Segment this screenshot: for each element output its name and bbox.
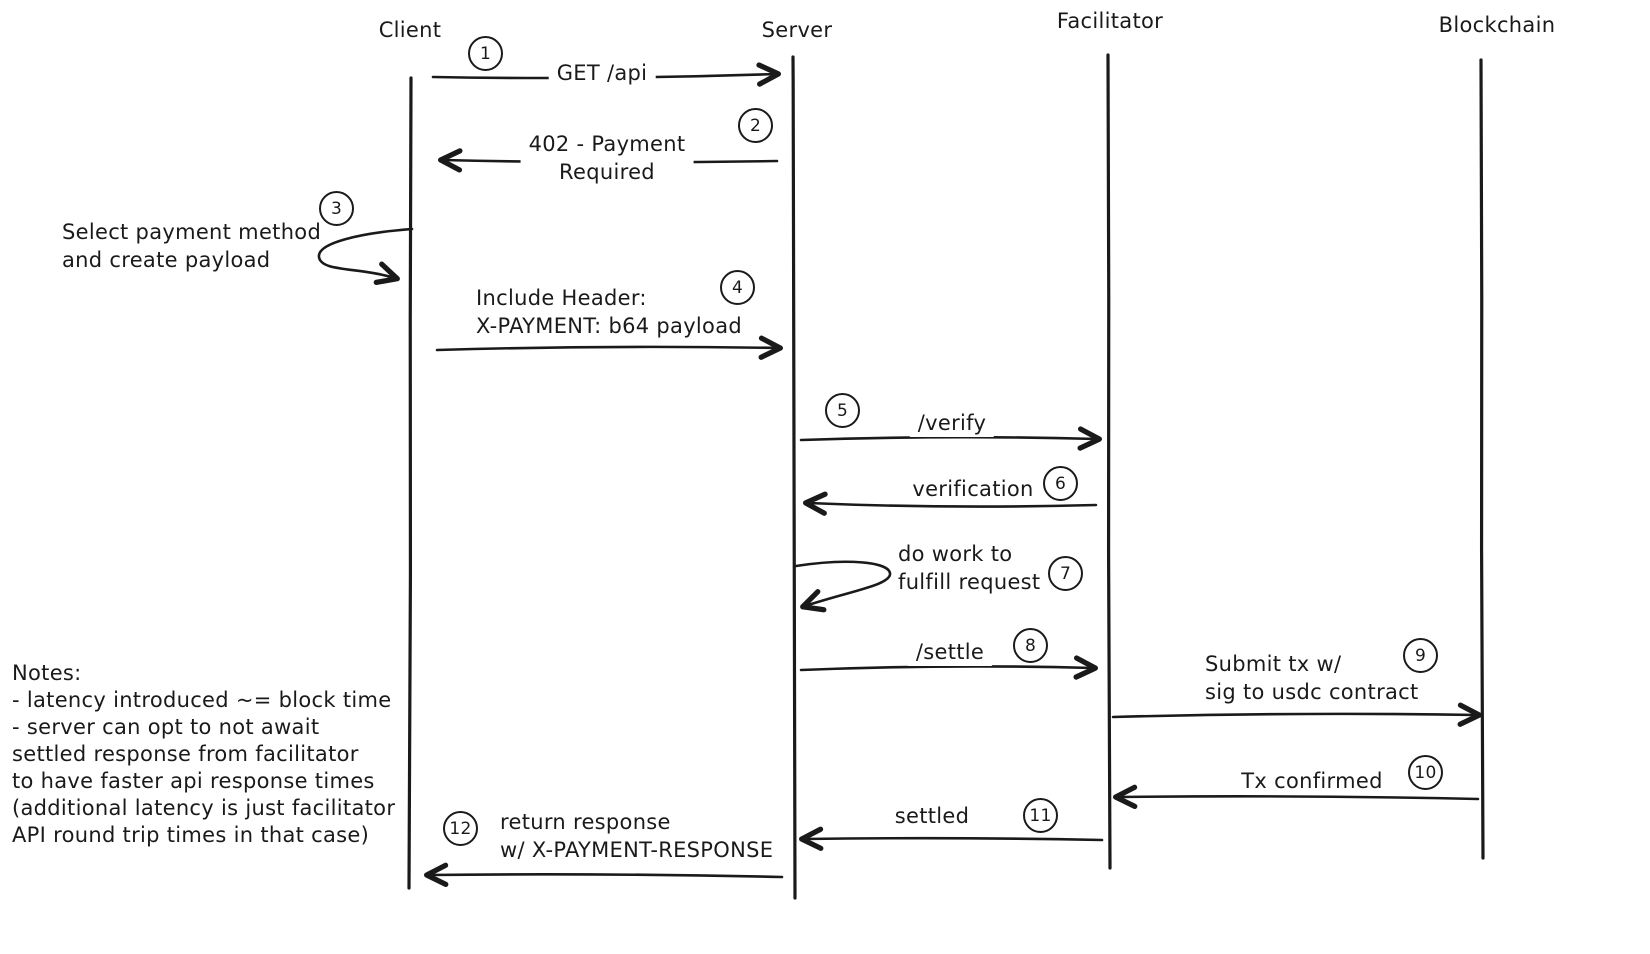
message-line: GET /api (556, 61, 648, 85)
message-line: Tx confirmed (1241, 769, 1383, 793)
arrow-step-9 (1111, 702, 1483, 727)
step-number-4: 4 (720, 270, 755, 305)
message-line: Submit tx w/ (1205, 652, 1342, 676)
message-line: sig to usdc contract (1205, 680, 1419, 704)
message-line: X-PAYMENT: b64 payload (476, 314, 743, 338)
message-line: and create payload (62, 248, 271, 272)
message-line: /settle (915, 640, 985, 664)
lifeline-label-server: Server (761, 18, 833, 42)
step-number-3: 3 (319, 191, 354, 226)
step-number-12: 12 (443, 811, 478, 846)
notes-line: - latency introduced ~= block time (12, 688, 392, 712)
message-label-step-4: Include Header: X-PAYMENT: b64 payload (476, 284, 742, 340)
step-number-2: 2 (738, 108, 773, 143)
step-number-10: 10 (1408, 755, 1443, 790)
message-label-step-6: verification (904, 475, 1042, 503)
message-line: do work to (898, 542, 1013, 566)
arrow-step-7-self-loop (794, 560, 892, 613)
notes-line: settled response from facilitator (12, 742, 359, 766)
message-line: Include Header: (476, 286, 647, 310)
message-label-step-9: Submit tx w/ sig to usdc contract (1205, 650, 1419, 706)
message-line: Required (559, 160, 655, 184)
arrow-step-4 (435, 335, 784, 360)
lifeline-label-facilitator: Facilitator (1056, 9, 1164, 33)
step-number-1: 1 (468, 36, 503, 71)
message-line: settled (894, 804, 970, 828)
message-line: verification (912, 477, 1034, 501)
arrow-step-3-self-loop (317, 227, 414, 286)
arrow-step-8 (799, 655, 1099, 680)
notes-line: API round trip times in that case) (12, 823, 370, 847)
message-label-step-11: settled (886, 802, 978, 830)
notes-line: to have faster api response times (12, 769, 375, 793)
notes-line: Notes: (12, 661, 82, 685)
message-label-step-3: Select payment method and create payload (62, 218, 321, 274)
step-number-11: 11 (1023, 798, 1058, 833)
step-number-5: 5 (825, 393, 860, 428)
arrow-step-10 (1112, 784, 1480, 809)
arrow-step-11 (798, 826, 1104, 851)
message-line: return response (500, 810, 671, 834)
message-line: fulfill request (898, 570, 1041, 594)
step-number-9: 9 (1403, 638, 1438, 673)
notes-line: - server can opt to not await (12, 715, 320, 739)
notes-block: Notes: - latency introduced ~= block tim… (12, 660, 395, 849)
lifeline-client-line (407, 76, 413, 890)
message-label-step-10: Tx confirmed (1233, 767, 1391, 795)
lifeline-blockchain-line (1479, 58, 1485, 860)
message-label-step-1: GET /api (548, 59, 656, 87)
message-label-step-8: /settle (907, 638, 993, 666)
message-label-step-12: return response w/ X-PAYMENT-RESPONSE (500, 808, 773, 864)
message-line: 402 - Payment (528, 132, 686, 156)
step-number-8: 8 (1013, 628, 1048, 663)
lifeline-label-client: Client (378, 18, 442, 42)
notes-line: (additional latency is just facilitator (12, 796, 396, 820)
arrow-step-12 (423, 862, 784, 887)
arrow-step-6 (802, 491, 1098, 516)
message-label-step-5: /verify (909, 409, 995, 437)
message-line: Select payment method (62, 220, 322, 244)
lifeline-server-line (791, 55, 797, 900)
step-number-6: 6 (1043, 466, 1078, 501)
message-line: w/ X-PAYMENT-RESPONSE (500, 838, 774, 862)
arrow-step-5 (799, 426, 1103, 451)
lifeline-facilitator-line (1106, 53, 1112, 870)
lifeline-label-blockchain: Blockchain (1438, 13, 1556, 37)
message-label-step-2: 402 - Payment Required (520, 130, 694, 186)
message-label-step-7: do work to fulfill request (898, 540, 1040, 596)
message-line: /verify (917, 411, 987, 435)
step-number-7: 7 (1048, 556, 1083, 591)
